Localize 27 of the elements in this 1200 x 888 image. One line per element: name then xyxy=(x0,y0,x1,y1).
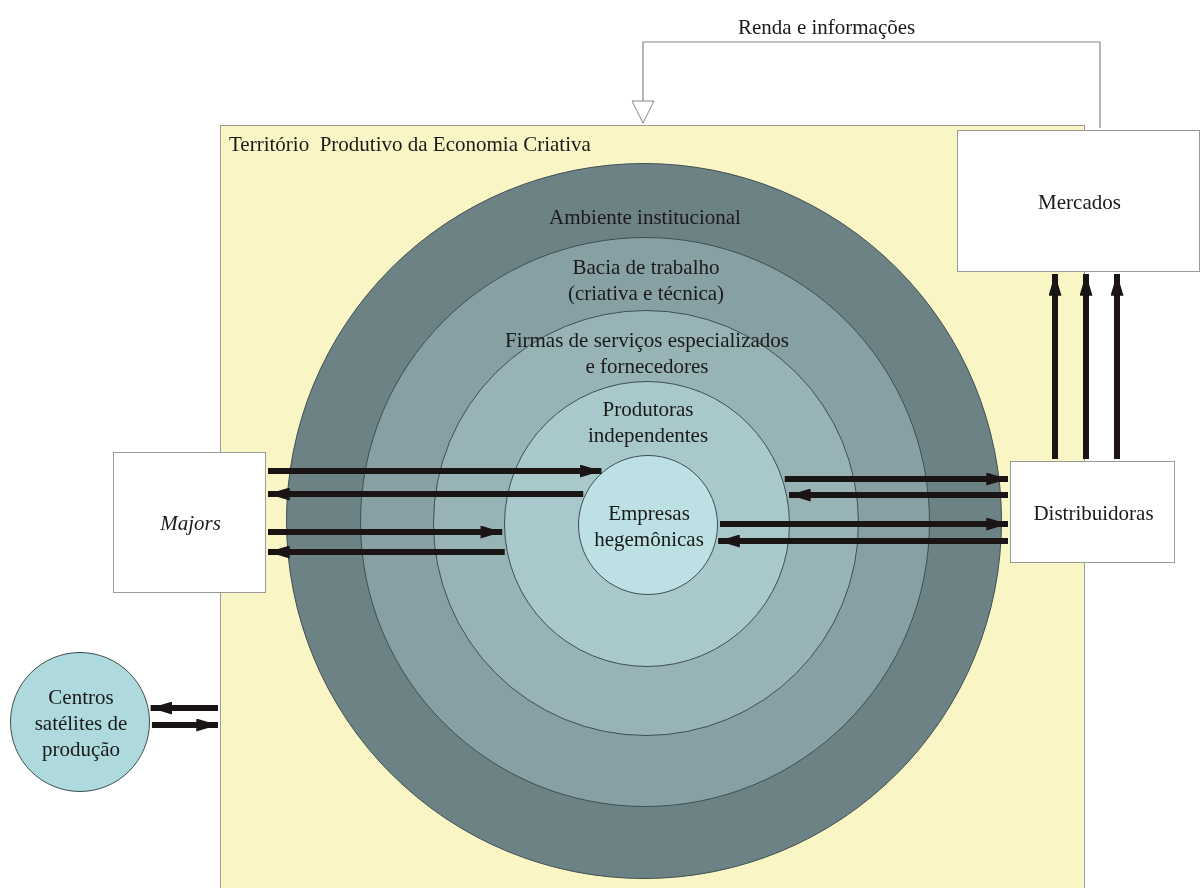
arrow xyxy=(789,488,1008,502)
arrow xyxy=(151,718,218,732)
node-label: Centros satélites de produção xyxy=(33,684,129,762)
arrow xyxy=(784,472,1008,486)
majors-box xyxy=(113,452,266,593)
arrow xyxy=(1048,274,1062,459)
arrow xyxy=(268,487,584,501)
node-label: Firmas de serviços especializados e fornecedores xyxy=(504,327,790,379)
arrow xyxy=(631,41,1101,129)
arrow xyxy=(718,534,1008,548)
arrow xyxy=(150,701,218,715)
markets-box xyxy=(957,130,1200,272)
node-label: Empresas hegemônicas xyxy=(593,500,705,552)
node-label: Produtoras independentes xyxy=(586,396,710,448)
node-label: Distribuidoras xyxy=(1032,500,1155,526)
node-label: Ambiente institucional xyxy=(548,204,742,230)
arrow xyxy=(720,517,1008,531)
distributors-box xyxy=(1010,461,1175,563)
node-label: Bacia de trabalho (criativa e técnica) xyxy=(566,254,726,306)
node-label: Mercados xyxy=(1037,189,1122,215)
node-label: Território Produtivo da Economia Criativa xyxy=(229,131,592,157)
arrow xyxy=(268,545,505,559)
arrow xyxy=(1110,274,1124,459)
node-label: Majors xyxy=(159,510,222,536)
arrow xyxy=(1079,274,1093,459)
arrow xyxy=(268,525,503,539)
arrow xyxy=(268,464,602,478)
